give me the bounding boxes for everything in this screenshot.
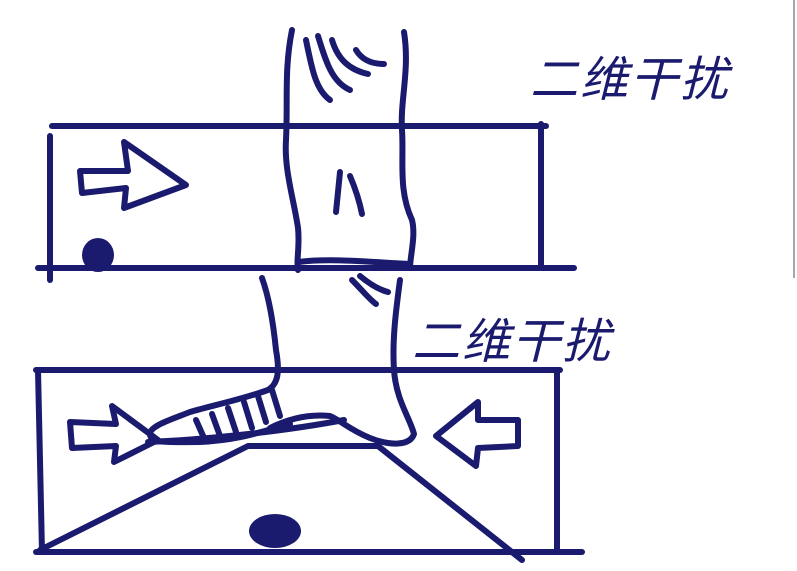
upper-dot (82, 238, 114, 272)
lower-box-left-edge (38, 370, 42, 552)
upper-label: 二维干扰 (530, 52, 733, 108)
arrow-right-icon (70, 406, 158, 462)
edge-divider (791, 0, 797, 278)
object-upper-part (286, 30, 414, 270)
arrow-right-icon (80, 142, 186, 208)
arrow-left-icon (436, 402, 518, 466)
lower-label: 二维干扰 (412, 314, 615, 370)
object-lower-part (150, 276, 414, 444)
upper-box (38, 124, 574, 280)
lower-dot (249, 514, 301, 548)
